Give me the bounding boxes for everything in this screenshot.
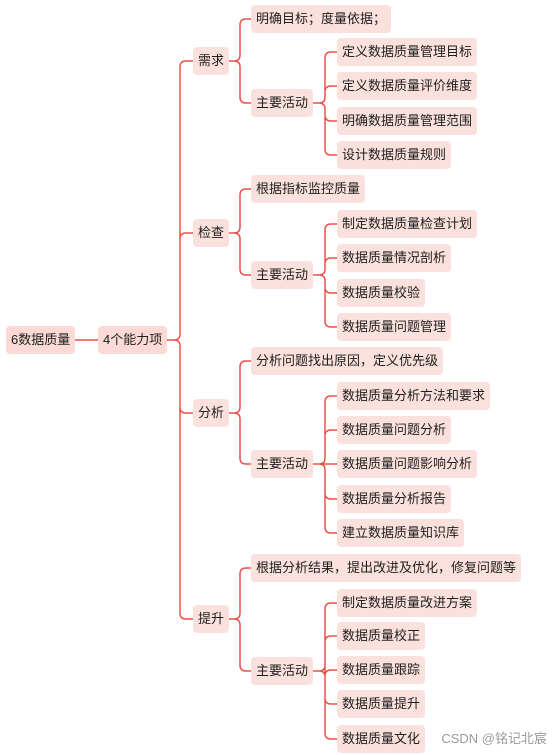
line-hub-branches [167, 60, 193, 620]
connector-lines [75, 18, 337, 740]
root-node[interactable]: 6数据质量 [6, 326, 76, 354]
activity-node-2-3[interactable]: 数据质量分析报告 [337, 485, 452, 513]
activity-node-3-1[interactable]: 数据质量校正 [337, 622, 426, 650]
activity-node-0-1[interactable]: 定义数据质量评价维度 [337, 72, 478, 100]
goal-node-1[interactable]: 根据指标监控质量 [251, 175, 366, 203]
branch-node-0[interactable]: 需求 [193, 47, 230, 75]
hub-node[interactable]: 4个能力项 [98, 326, 168, 354]
branch-node-3[interactable]: 提升 [193, 605, 230, 633]
goal-node-3[interactable]: 根据分析结果，提出改进及优化，修复问题等 [251, 554, 522, 582]
line-activities-3 [313, 602, 337, 740]
goal-node-2[interactable]: 分析问题找出原因，定义优先级 [251, 347, 444, 375]
activity-group-node-0[interactable]: 主要活动 [251, 89, 314, 117]
line-branch-0 [229, 18, 251, 104]
watermark: CSDN @铭记北宸 [441, 731, 547, 746]
activity-node-3-0[interactable]: 制定数据质量改进方案 [337, 589, 478, 617]
activity-node-1-2[interactable]: 数据质量校验 [337, 279, 426, 307]
activity-node-0-0[interactable]: 定义数据质量管理目标 [337, 38, 478, 66]
activity-node-2-1[interactable]: 数据质量问题分析 [337, 416, 452, 444]
activity-node-2-0[interactable]: 数据质量分析方法和要求 [337, 382, 491, 410]
goal-node-0[interactable]: 明确目标；度量依据； [251, 5, 392, 33]
activity-node-0-3[interactable]: 设计数据质量规则 [337, 141, 452, 169]
activity-group-node-3[interactable]: 主要活动 [251, 657, 314, 685]
line-branch-2 [229, 360, 251, 465]
activity-node-3-4[interactable]: 数据质量文化 [337, 725, 426, 753]
line-activities-0 [313, 51, 337, 156]
activity-node-1-3[interactable]: 数据质量问题管理 [337, 313, 452, 341]
activity-node-0-2[interactable]: 明确数据质量管理范围 [337, 107, 478, 135]
activity-group-node-2[interactable]: 主要活动 [251, 450, 314, 478]
activity-node-2-2[interactable]: 数据质量问题影响分析 [337, 450, 478, 478]
activity-node-2-4[interactable]: 建立数据质量知识库 [337, 519, 465, 547]
line-branch-3 [229, 567, 251, 672]
line-activities-1 [313, 223, 337, 328]
branch-node-1[interactable]: 检查 [193, 219, 230, 247]
activity-node-1-0[interactable]: 制定数据质量检查计划 [337, 210, 478, 238]
branch-node-2[interactable]: 分析 [193, 399, 230, 427]
activity-node-3-2[interactable]: 数据质量跟踪 [337, 656, 426, 684]
activity-group-node-1[interactable]: 主要活动 [251, 261, 314, 289]
line-branch-1 [229, 188, 251, 276]
activity-node-3-3[interactable]: 数据质量提升 [337, 690, 426, 718]
line-activities-2 [313, 395, 337, 534]
activity-node-1-1[interactable]: 数据质量情况剖析 [337, 244, 452, 272]
